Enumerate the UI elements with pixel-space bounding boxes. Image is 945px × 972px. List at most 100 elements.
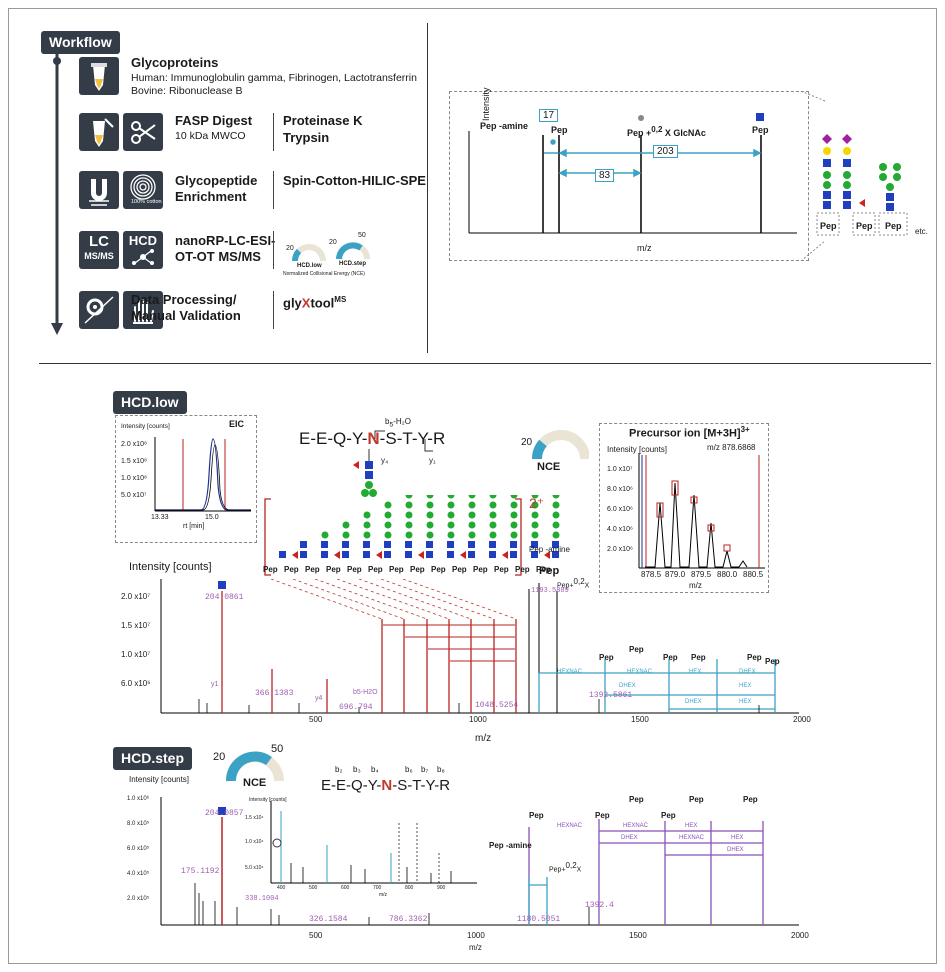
nce-step-value1: 20 — [329, 239, 337, 246]
b-label-1: b₂ — [335, 765, 343, 774]
glycoform-pep-label: Pep — [326, 565, 341, 574]
glycan-symbol — [489, 501, 497, 509]
glycan-symbol — [384, 501, 392, 509]
inset-xtick-3: 600 — [341, 885, 350, 891]
glycan-symbol — [552, 495, 560, 499]
frag-label-y4: y4 — [315, 695, 323, 702]
nce-low-value: 20 — [286, 245, 294, 252]
glycan-symbol — [468, 531, 476, 539]
step-peak-175: 175.1192 — [181, 867, 220, 876]
hcd-step-nce-val1: 20 — [213, 751, 226, 763]
hcd-step-ytick-1: 1.0 x10⁶ — [127, 796, 150, 802]
step-peak-1180: 1180.5051 — [517, 915, 561, 924]
hcd-low-nce-gauge — [531, 430, 589, 460]
glycoform-pep-label: Pep — [263, 565, 278, 574]
hcd-step-xtick-3: 1500 — [629, 931, 647, 940]
glycan-symbol — [426, 501, 434, 509]
inset-xtick-1: 400 — [277, 885, 286, 891]
glycan-symbol — [468, 501, 476, 509]
glycan-symbol — [321, 551, 328, 558]
glycan-symbol — [552, 531, 560, 539]
glycan-symbol — [468, 511, 476, 519]
aa: - — [411, 429, 418, 448]
aa: T — [412, 777, 421, 794]
inset-xtick-5: 800 — [405, 885, 414, 891]
glycan-symbol — [426, 521, 434, 529]
hcd-step-ytick-4: 4.0 x10⁵ — [127, 871, 150, 877]
inset-xtick-4: 700 — [373, 885, 382, 891]
msms-label: MS/MS — [84, 251, 114, 261]
hcd-low-ytick-4: 6.0 x10⁶ — [121, 679, 151, 688]
glycan-symbol — [342, 531, 350, 539]
arrow-label-4: DHEX — [739, 669, 756, 675]
glycan-symbol — [405, 541, 412, 548]
fucose-symbol — [502, 551, 508, 559]
glycan-symbol — [531, 531, 539, 539]
glycan-symbol — [489, 551, 496, 558]
pep-x-text: Pep+ — [557, 582, 574, 590]
peak-1392: 1392.5861 — [589, 691, 633, 700]
hcd-icon: HCD — [123, 231, 163, 269]
eic-xlabel: rt [min] — [183, 523, 205, 530]
hcd-step-ytick-2: 8.0 x10⁵ — [127, 821, 150, 827]
hcd-low-nce-value: 20 — [521, 437, 533, 448]
method-hilic: Spin-Cotton-HILIC-SPE — [283, 173, 426, 188]
aa: - — [331, 777, 337, 794]
inset-ytick-2: 1.0 x10⁴ — [245, 839, 264, 845]
aa: E — [299, 429, 311, 448]
step-arrow-label-3: HEXNAC — [679, 835, 705, 841]
fucose-symbol — [544, 551, 550, 559]
glycan-symbol — [531, 511, 539, 519]
pep-glcnac-sup: 0,2 — [651, 125, 663, 134]
step-data-title2: Manual Validation — [131, 308, 241, 323]
hcd-low-spectrum — [160, 579, 799, 714]
b-label-4: b₆ — [405, 765, 413, 774]
eic-xtick-1: 13.33 — [151, 514, 169, 521]
step-arrow-label-6: DHEX — [727, 847, 744, 853]
aa: T — [402, 429, 412, 448]
glycan-symbol — [447, 531, 455, 539]
right-pep-1: Pep — [599, 653, 614, 662]
glycan-symbol — [426, 495, 434, 499]
frag-label-b5: b5-H2O — [353, 689, 378, 696]
hcd-step-pep-x: Pep+0,2X — [549, 861, 581, 873]
precursor-title-text: Precursor ion [M+3H] — [629, 427, 741, 440]
pep-x-sup: 0,2 — [573, 577, 585, 586]
glycoform-pep-label: Pep — [515, 565, 530, 574]
glycan-symbol — [510, 521, 518, 529]
glycan-symbol — [384, 521, 392, 529]
vertical-divider — [427, 23, 428, 353]
aa: Y — [367, 777, 377, 794]
frag-b: b — [385, 417, 390, 426]
hcd-step-nce-val2: 50 — [271, 743, 284, 755]
glycan-symbol — [426, 531, 434, 539]
eic-ytick-1: 2.0 x10⁸ — [121, 441, 147, 448]
step-right-pep-3: Pep — [629, 795, 644, 804]
step-enrichment-title1: Glycopeptide — [175, 173, 258, 188]
glycan-symbol — [384, 541, 391, 548]
eic-plot — [154, 437, 251, 512]
glycan-symbol — [405, 511, 413, 519]
precursor-title: Precursor ion [M+3H]3+ — [629, 425, 750, 440]
inset-ylabel: Intensity [counts] — [249, 797, 287, 803]
hcd-low-ytick-1: 2.0 x10⁷ — [121, 592, 151, 601]
arrow-label-5: DHEX — [619, 683, 636, 689]
glycan-symbol — [363, 511, 371, 519]
glycan-symbol — [489, 495, 497, 499]
frag-y1: y₁ — [429, 456, 436, 465]
glycan-symbol — [510, 501, 518, 509]
glycan-symbol — [405, 495, 413, 499]
glycan-symbol — [384, 531, 392, 539]
scheme-xlabel: m/z — [637, 243, 652, 253]
precursor-plot — [638, 453, 765, 569]
aa: Y — [417, 429, 428, 448]
aa-glycosite: N — [367, 429, 380, 448]
scheme-pep1: Pep — [551, 125, 568, 135]
right-pep-6: Pep — [765, 657, 780, 666]
cotton-label: 100% cotton — [131, 199, 162, 205]
glycan-symbol — [447, 551, 454, 558]
aa: - — [420, 777, 426, 794]
step-arrow-label-2: HEXNAC — [623, 823, 649, 829]
eic-title: EIC — [229, 419, 245, 429]
